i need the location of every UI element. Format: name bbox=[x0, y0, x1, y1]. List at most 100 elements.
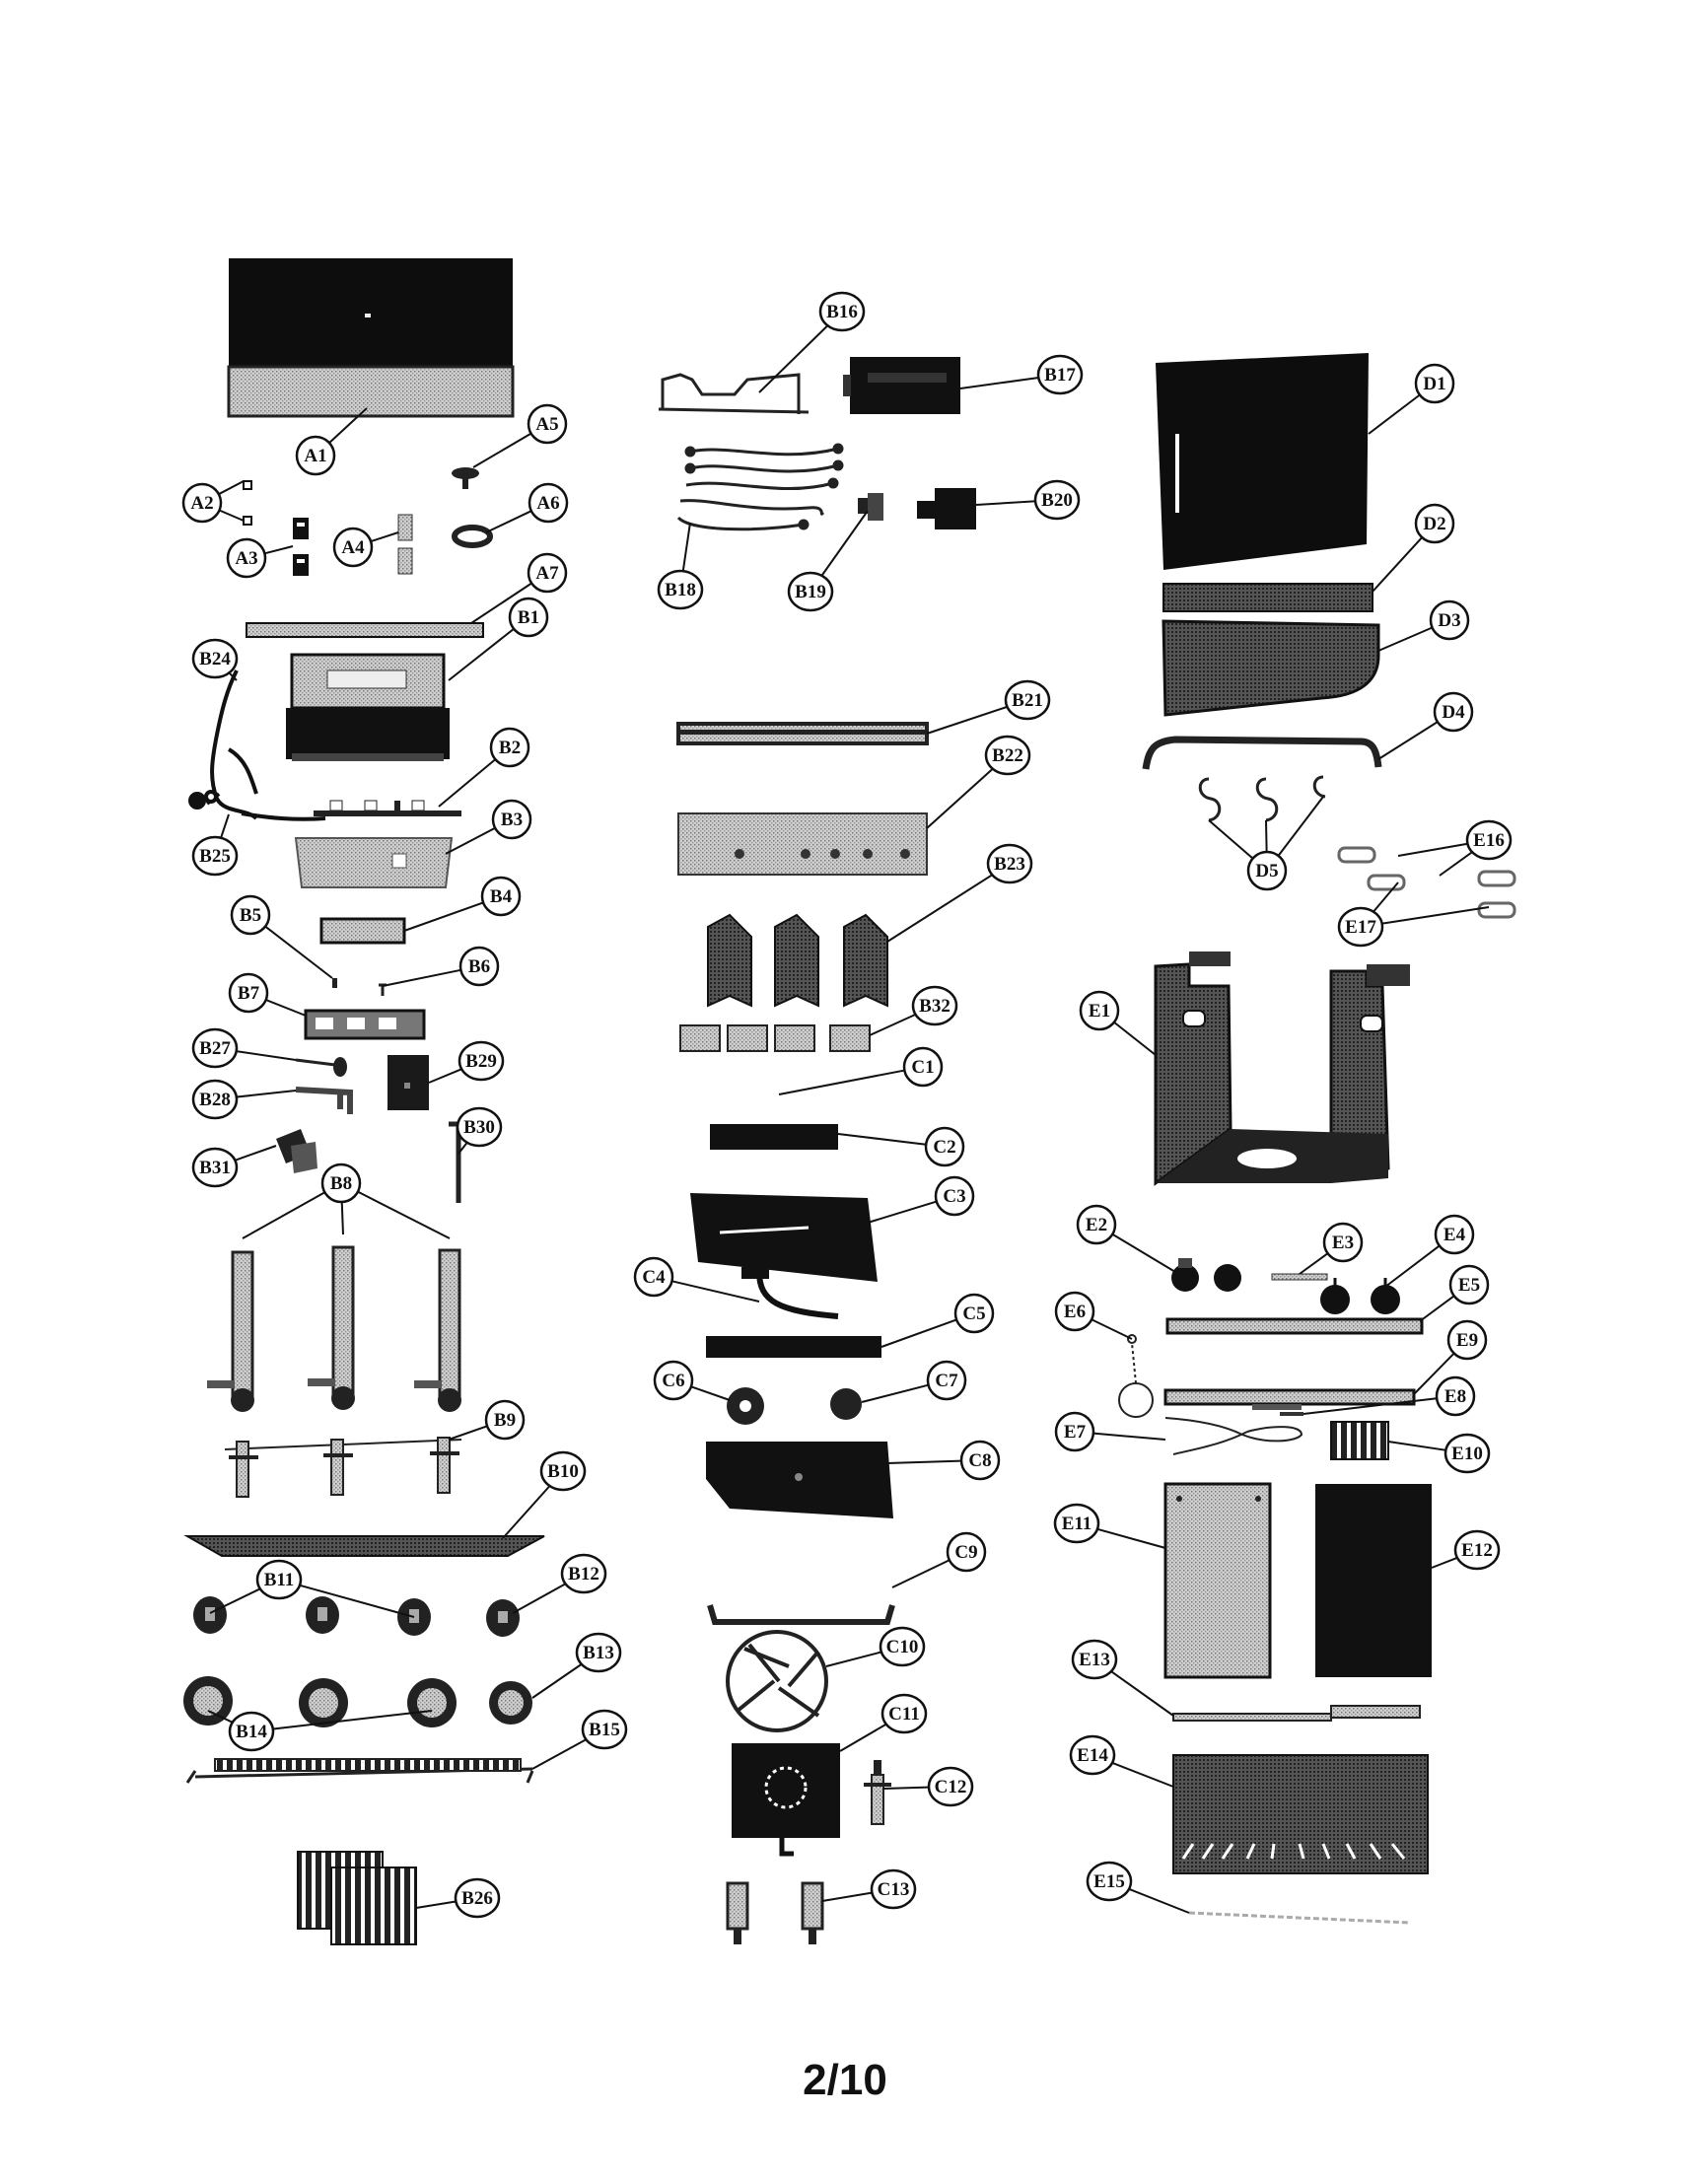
part-c6-ring bbox=[727, 1387, 764, 1425]
leader-b5 bbox=[264, 925, 333, 979]
leader-b9 bbox=[448, 1425, 488, 1441]
leader-d4 bbox=[1377, 721, 1439, 760]
callout-text: B11 bbox=[264, 1570, 295, 1590]
callout-bubble bbox=[527, 552, 568, 594]
callout-b16: B16 bbox=[818, 291, 866, 332]
part-b2-manifold bbox=[314, 800, 461, 816]
leader-b17 bbox=[959, 376, 1042, 389]
callout-b19: B19 bbox=[787, 571, 834, 612]
part-e5-axle-bar bbox=[1165, 1317, 1424, 1335]
leader-d3 bbox=[1377, 626, 1433, 652]
callout-e4: E4 bbox=[1434, 1214, 1475, 1255]
leader-c8 bbox=[886, 1459, 962, 1464]
leader-b30 bbox=[458, 1141, 469, 1155]
part-b32-caps bbox=[679, 1024, 871, 1052]
callout-text: B12 bbox=[568, 1564, 599, 1585]
callout-bubble bbox=[953, 1293, 995, 1334]
callout-text: A2 bbox=[190, 493, 213, 514]
callout-b27: B27 bbox=[191, 1027, 239, 1069]
part-b8-burners bbox=[207, 1245, 461, 1412]
callout-text: E9 bbox=[1456, 1330, 1478, 1351]
leader-c2 bbox=[837, 1133, 927, 1146]
callout-b30: B30 bbox=[456, 1106, 503, 1148]
part-b24-b25-wiring bbox=[188, 669, 326, 821]
callout-bubble bbox=[1337, 906, 1384, 948]
callout-bubble bbox=[181, 482, 223, 524]
callout-e8: E8 bbox=[1435, 1375, 1476, 1417]
part-c10-burner-grate bbox=[726, 1630, 828, 1732]
callout-bubble bbox=[484, 1399, 526, 1441]
callout-b14: B14 bbox=[228, 1711, 275, 1752]
callout-a4: A4 bbox=[332, 527, 374, 568]
part-e15-strip bbox=[1188, 1911, 1411, 1925]
leader-e3 bbox=[1299, 1252, 1329, 1275]
callout-text: E4 bbox=[1444, 1225, 1466, 1245]
leader-e1 bbox=[1113, 1021, 1157, 1056]
leader-b6 bbox=[382, 968, 461, 987]
callout-c11: C11 bbox=[880, 1693, 928, 1734]
callout-b23: B23 bbox=[986, 843, 1033, 884]
leader-b25 bbox=[220, 813, 230, 839]
callout-c6: C6 bbox=[653, 1360, 694, 1401]
part-b9-valves bbox=[224, 1437, 462, 1498]
leader-a1 bbox=[328, 407, 368, 444]
callout-text: B31 bbox=[199, 1158, 231, 1178]
callout-text: B15 bbox=[589, 1720, 620, 1740]
callout-text: D5 bbox=[1255, 861, 1278, 881]
leader-b18 bbox=[681, 522, 691, 572]
callout-text: B4 bbox=[490, 886, 513, 907]
callout-text: B14 bbox=[236, 1722, 267, 1742]
callout-text: E11 bbox=[1062, 1514, 1092, 1534]
leader-b31 bbox=[232, 1145, 277, 1162]
part-b22-panel bbox=[677, 812, 928, 876]
callout-text: A6 bbox=[536, 493, 559, 514]
callout-text: E12 bbox=[1461, 1540, 1493, 1561]
leader-b28 bbox=[233, 1090, 297, 1098]
leader-c4 bbox=[671, 1280, 760, 1303]
callout-bubble bbox=[539, 1450, 587, 1492]
callout-e17: E17 bbox=[1337, 906, 1384, 948]
part-b19-igniter bbox=[858, 493, 883, 521]
callout-text: B26 bbox=[461, 1888, 493, 1909]
callout-text: C9 bbox=[954, 1542, 977, 1563]
callout-text: E8 bbox=[1444, 1386, 1466, 1407]
part-b27-b28-igniter bbox=[295, 1057, 353, 1114]
callout-text: A4 bbox=[341, 537, 365, 558]
callout-text: B24 bbox=[199, 649, 231, 669]
leader-e10 bbox=[1387, 1441, 1449, 1452]
callout-b17: B17 bbox=[1036, 354, 1084, 395]
part-b15-warming-rack bbox=[185, 1758, 534, 1784]
callout-bubble bbox=[934, 1175, 975, 1217]
callout-text: B10 bbox=[547, 1461, 579, 1482]
callout-text: C2 bbox=[933, 1137, 955, 1158]
callout-bubble bbox=[1433, 691, 1474, 733]
leader-c1 bbox=[778, 1069, 905, 1095]
leader-b11 bbox=[297, 1584, 415, 1618]
callout-bubble bbox=[1079, 990, 1120, 1031]
leader-b19 bbox=[820, 510, 869, 578]
callout-bubble bbox=[926, 1360, 967, 1401]
part-c7-knob bbox=[830, 1388, 862, 1420]
part-a7-handle bbox=[246, 622, 484, 638]
leader-e16 bbox=[1397, 842, 1471, 857]
callout-text: E14 bbox=[1077, 1745, 1108, 1766]
callout-text: D4 bbox=[1442, 702, 1465, 723]
callout-text: B5 bbox=[240, 905, 261, 926]
callout-bubble bbox=[657, 569, 704, 610]
callout-text: C13 bbox=[878, 1879, 910, 1900]
callout-bubble bbox=[1435, 1375, 1476, 1417]
part-e6-tank-scale bbox=[1118, 1334, 1154, 1418]
part-a4-brackets bbox=[397, 514, 413, 575]
part-b13-b14-bezels bbox=[183, 1676, 532, 1727]
leader-c6 bbox=[690, 1385, 731, 1401]
callout-b11: B11 bbox=[255, 1559, 303, 1600]
callout-b13: B13 bbox=[575, 1632, 622, 1673]
callout-c1: C1 bbox=[902, 1046, 944, 1088]
part-c3-side-burner-housing bbox=[690, 1193, 878, 1282]
callout-e12: E12 bbox=[1453, 1529, 1501, 1571]
callout-c10: C10 bbox=[879, 1626, 926, 1667]
callout-bubble bbox=[633, 1256, 674, 1298]
leader-e2 bbox=[1111, 1233, 1186, 1279]
callout-bubble bbox=[984, 735, 1031, 776]
callout-bubble bbox=[787, 571, 834, 612]
